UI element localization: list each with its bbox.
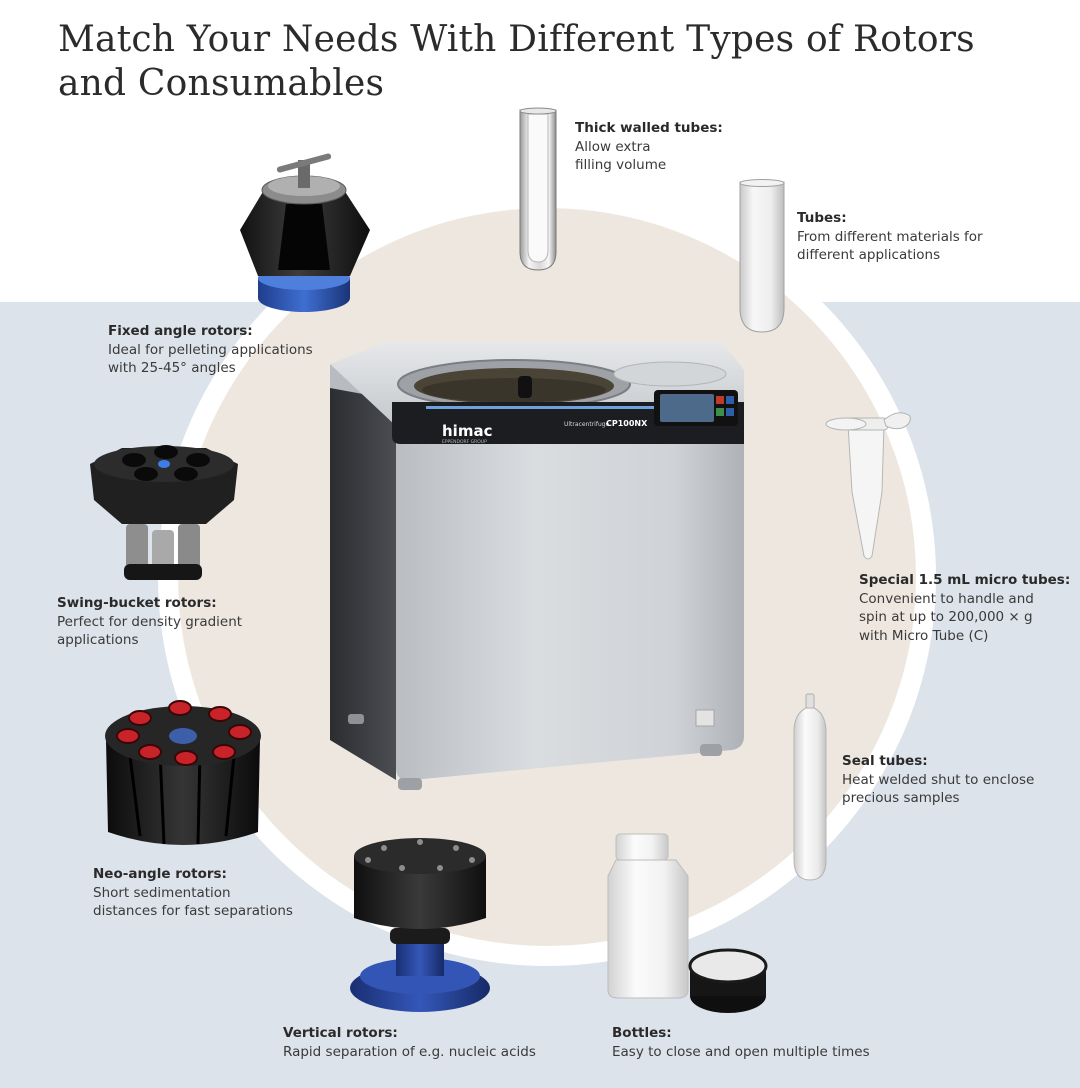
fixed-angle-rotor-image [240, 153, 370, 312]
label-swing-bucket-rotors: Swing-bucket rotors: Perfect for density… [57, 594, 287, 650]
label-description: Allow extra filling volume [575, 138, 667, 174]
label-title: Fixed angle rotors: [108, 323, 253, 339]
label-title: Vertical rotors: [283, 1025, 398, 1041]
label-title: Neo-angle rotors: [93, 866, 227, 882]
label-description: Short sedimentation distances for fast s… [93, 884, 293, 920]
vertical-rotor-image [350, 838, 490, 1012]
micro-tube-image [825, 412, 911, 560]
label-tubes: Tubes: From different materials for diff… [797, 209, 1047, 265]
swing-bucket-rotor-image [90, 445, 238, 580]
label-description: Heat welded shut to enclose precious sam… [842, 771, 1035, 807]
label-title: Bottles: [612, 1025, 672, 1041]
centrifuge-model: CP100NX [606, 419, 648, 428]
label-description: Convenient to handle and spin at up to 2… [859, 590, 1034, 644]
label-description: Ideal for pelleting applications with 25… [108, 341, 313, 377]
label-description: Rapid separation of e.g. nucleic acids [283, 1043, 536, 1060]
label-seal-tubes: Seal tubes: Heat welded shut to enclose … [842, 752, 1072, 808]
label-title: Seal tubes: [842, 753, 928, 769]
label-micro-tubes: Special 1.5 mL micro tubes: Convenient t… [859, 571, 1074, 645]
centrifuge-brand: himac [442, 422, 492, 440]
label-neo-angle-rotors: Neo-angle rotors: Short sedimentation di… [93, 865, 323, 921]
centrifuge-model-prefix: Ultracentrifuge [564, 421, 610, 428]
centrifuge-brand-sub: EPPENDORF GROUP [442, 439, 487, 445]
label-fixed-angle-rotors: Fixed angle rotors: Ideal for pelleting … [108, 322, 348, 378]
tube-image [739, 179, 785, 333]
label-title: Tubes: [797, 210, 847, 226]
bottle-image [607, 833, 768, 1013]
page-title: Match Your Needs With Different Types of… [58, 19, 975, 104]
label-bottles: Bottles: Easy to close and open multiple… [612, 1024, 912, 1061]
neo-angle-rotor-image [105, 700, 261, 845]
label-title: Special 1.5 mL micro tubes: [859, 572, 1071, 588]
label-vertical-rotors: Vertical rotors: Rapid separation of e.g… [283, 1024, 583, 1061]
label-description: Easy to close and open multiple times [612, 1043, 870, 1060]
label-thick-walled-tubes: Thick walled tubes: Allow extra filling … [575, 119, 775, 175]
label-title: Thick walled tubes: [575, 120, 723, 136]
thick-walled-tube-image [519, 107, 557, 271]
seal-tube-image [793, 693, 827, 881]
label-description: From different materials for different a… [797, 228, 983, 264]
centrifuge-image: himac EPPENDORF GROUP Ultracentrifuge CP… [330, 342, 744, 790]
label-title: Swing-bucket rotors: [57, 595, 217, 611]
label-description: Perfect for density gradient application… [57, 613, 243, 649]
